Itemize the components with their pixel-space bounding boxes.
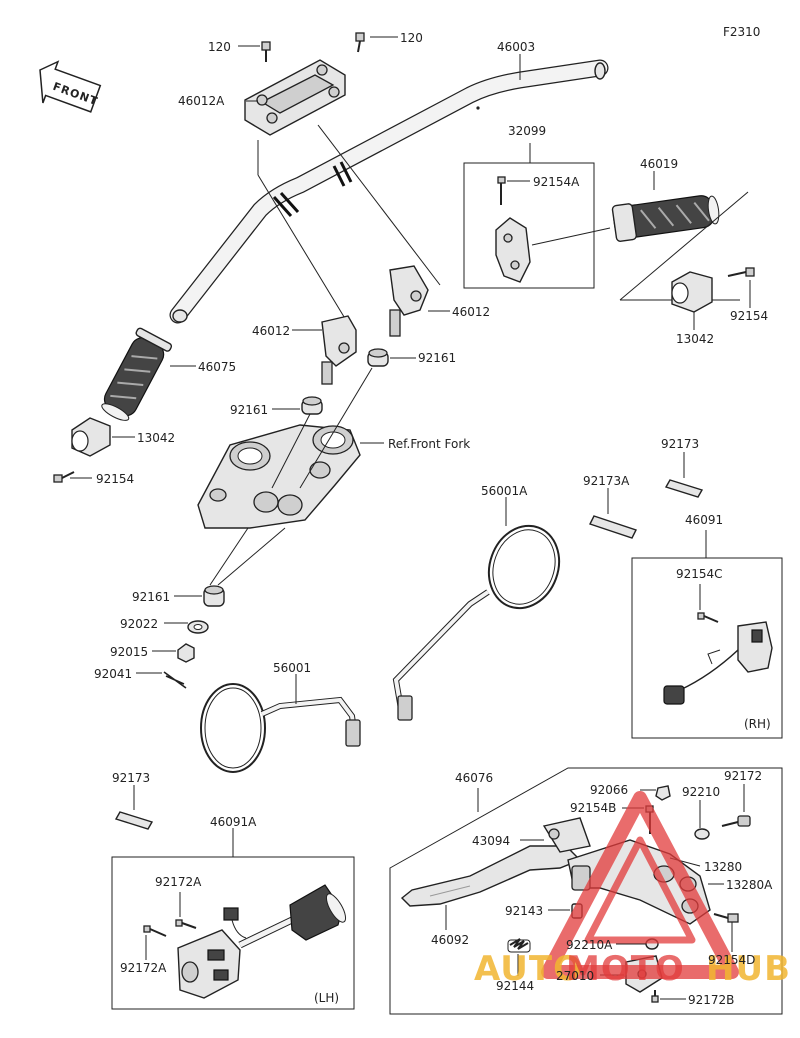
bolt-92154d xyxy=(713,913,739,923)
label-13042-left: 13042 xyxy=(137,431,175,445)
kit-box-32099 xyxy=(463,162,595,289)
screw-92172a-upper xyxy=(175,919,197,929)
throttle-housing xyxy=(495,217,531,283)
label-32099: 32099 xyxy=(508,124,546,138)
label-13280a: 13280A xyxy=(726,878,773,892)
rubber-92161-b xyxy=(301,396,323,415)
washer-92210 xyxy=(694,828,710,840)
mirror-right-56001a xyxy=(392,524,561,721)
switch-box-rh xyxy=(631,557,783,739)
label-92172a-lower: 92172A xyxy=(120,961,167,975)
screw-92154c xyxy=(697,612,719,623)
label-46012-left: 46012 xyxy=(252,324,290,338)
lever-box-46076 xyxy=(389,767,783,1015)
screw-92172a-lower xyxy=(143,925,167,937)
label-46003: 46003 xyxy=(497,40,535,54)
label-46019: 46019 xyxy=(640,157,678,171)
plate-92173a xyxy=(589,515,637,539)
left-weight-13042 xyxy=(71,417,111,457)
label-46091a: 46091A xyxy=(210,815,257,829)
handlebar-46003 xyxy=(169,59,609,324)
label-27010: 27010 xyxy=(556,969,594,983)
label-92173-right: 92173 xyxy=(661,437,699,451)
label-92015: 92015 xyxy=(110,645,148,659)
label-120-right: 120 xyxy=(400,31,423,45)
label-92143: 92143 xyxy=(505,904,543,918)
mirror-left-56001 xyxy=(200,683,361,773)
label-92154-left: 92154 xyxy=(96,472,134,486)
label-92154a: 92154A xyxy=(533,175,580,189)
label-92173-left: 92173 xyxy=(112,771,150,785)
label-92172a-upper: 92172A xyxy=(155,875,202,889)
rubber-92161-c xyxy=(203,585,225,607)
label-92144: 92144 xyxy=(496,979,534,993)
label-92210: 92210 xyxy=(682,785,720,799)
washer-92022 xyxy=(187,620,209,634)
screw-92172b xyxy=(651,990,659,1003)
label-92041: 92041 xyxy=(94,667,132,681)
label-46092: 46092 xyxy=(431,933,469,947)
lower-holder-left-46012 xyxy=(321,315,357,385)
label-13042-right: 13042 xyxy=(676,332,714,346)
label-92161-b: 92161 xyxy=(230,403,268,417)
label-92161-c: 92161 xyxy=(132,590,170,604)
figure-code: F2310 xyxy=(723,25,760,39)
bracket-43094 xyxy=(542,817,591,853)
label-56001: 56001 xyxy=(273,661,311,675)
cotter-pin-92041 xyxy=(163,671,187,689)
plate-92173-right xyxy=(664,479,704,498)
left-grip-46075 xyxy=(101,327,173,421)
label-92172b: 92172B xyxy=(688,993,734,1007)
right-grip-46019 xyxy=(611,195,720,242)
label-92210a: 92210A xyxy=(566,938,613,952)
cap-92066 xyxy=(655,785,671,801)
left-switch-housing xyxy=(177,884,347,999)
label-56001a: 56001A xyxy=(481,484,528,498)
upper-clamp-46012a xyxy=(244,59,346,136)
label-92022: 92022 xyxy=(120,617,158,631)
label-46091: 46091 xyxy=(685,513,723,527)
label-92154-right: 92154 xyxy=(730,309,768,323)
lh-label: (LH) xyxy=(314,991,339,1005)
label-46012a: 46012A xyxy=(178,94,225,108)
right-switch-housing xyxy=(663,621,773,705)
label-13280: 13280 xyxy=(704,860,742,874)
bolt-120-right xyxy=(355,32,365,53)
label-92154c: 92154C xyxy=(676,567,723,581)
label-46075: 46075 xyxy=(198,360,236,374)
label-46076: 46076 xyxy=(455,771,493,785)
right-screw-92154 xyxy=(727,267,755,277)
bolt-92172 xyxy=(721,815,751,827)
brake-lever-46092 xyxy=(400,845,582,907)
rubber-92161-a xyxy=(367,348,389,367)
label-ref-front-fork: Ref.Front Fork xyxy=(388,437,470,451)
watermark-logo xyxy=(541,791,739,979)
nut-92015 xyxy=(177,643,195,663)
bolt-92154a xyxy=(497,176,506,205)
lower-holder-right-46012 xyxy=(389,265,429,337)
label-92066: 92066 xyxy=(590,783,628,797)
label-92173a: 92173A xyxy=(583,474,630,488)
label-120-left: 120 xyxy=(208,40,231,54)
label-92161-a: 92161 xyxy=(418,351,456,365)
spring-92144 xyxy=(507,938,531,953)
rh-label: (RH) xyxy=(744,717,771,731)
label-92154d: 92154D xyxy=(708,953,755,967)
watermark-text-auto: AUTO xyxy=(474,949,583,989)
bolt-120-left xyxy=(261,41,271,62)
front-arrow-icon: FRONT xyxy=(39,60,102,113)
watermark-text-moto: MOTO xyxy=(566,949,685,989)
label-92172: 92172 xyxy=(724,769,762,783)
plate-92173-left xyxy=(114,811,154,830)
label-46012-right: 46012 xyxy=(452,305,490,319)
watermark-text-hub: HUB xyxy=(706,949,791,989)
left-screw-92154 xyxy=(53,471,75,483)
right-weight-13042 xyxy=(671,271,713,313)
label-43094: 43094 xyxy=(472,834,510,848)
triple-clamp-ref xyxy=(197,424,361,529)
label-92154b: 92154B xyxy=(570,801,616,815)
